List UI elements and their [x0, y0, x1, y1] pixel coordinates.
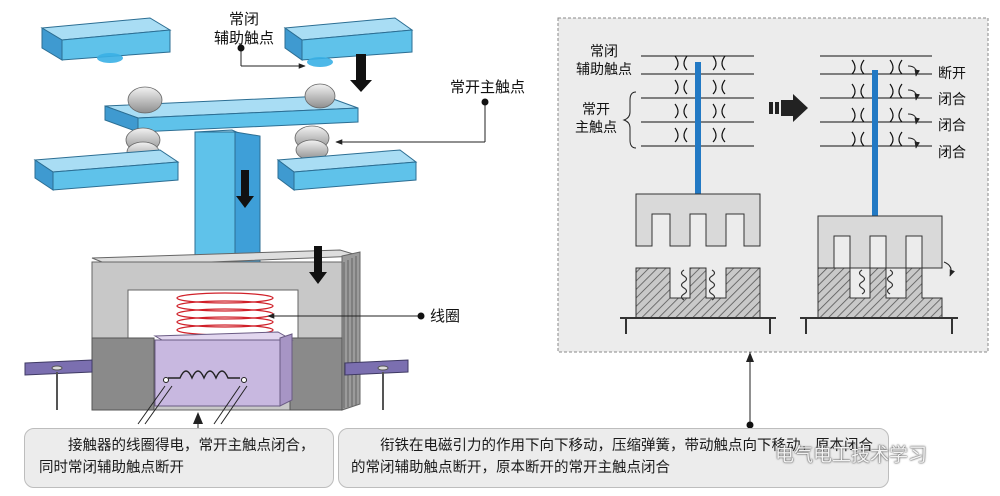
label-no-main: 常开主触点: [450, 78, 525, 96]
state-close-label-1: 闭合: [938, 92, 966, 108]
no-main-stationary-right: [276, 149, 418, 191]
contactor-illustration: [24, 17, 489, 440]
label-nc-aux-line1: 常闭: [229, 10, 259, 28]
nc-aux-stationary-left: [40, 17, 172, 63]
coil-bobbin: [153, 331, 294, 407]
caption-right: 衔铁在电磁引力的作用下向下移动，压缩弹簧，带动触点向下移动，原本闭合的常闭辅助触…: [338, 428, 889, 488]
state-close-label-2: 闭合: [938, 118, 966, 134]
brace: [622, 91, 637, 149]
mounting-foot-left: [24, 359, 93, 410]
label-coil: 线圈: [430, 307, 460, 325]
schematic-label-no-main-line1: 常开: [582, 102, 610, 118]
transition-arrow-icon: [769, 94, 808, 122]
schematic-after: [800, 55, 958, 334]
down-arrow-icon: [236, 170, 254, 208]
schematic-label-nc-aux-line1: 常闭: [590, 44, 618, 60]
caption-left: 接触器的线圈得电，常开主触点闭合，同时常闭辅助触点断开: [24, 428, 334, 488]
schematic-label-nc-aux-line2: 辅助触点: [576, 62, 632, 78]
down-arrow-icon: [350, 54, 372, 92]
watermark-text: 电气电工技术学习: [775, 444, 928, 466]
label-nc-aux-line2: 辅助触点: [214, 29, 274, 47]
state-break-label: 断开: [938, 66, 966, 82]
schematic-before: [620, 55, 776, 334]
mounting-foot-right: [344, 359, 409, 410]
schematic-label-no-main-line2: 主触点: [575, 120, 617, 136]
down-arrow-icon: [309, 246, 327, 284]
state-close-label-3: 闭合: [938, 145, 966, 161]
moving-contact-bridge: [104, 95, 359, 133]
no-main-stationary-left: [33, 149, 180, 191]
nc-aux-stationary-right: [283, 17, 414, 67]
